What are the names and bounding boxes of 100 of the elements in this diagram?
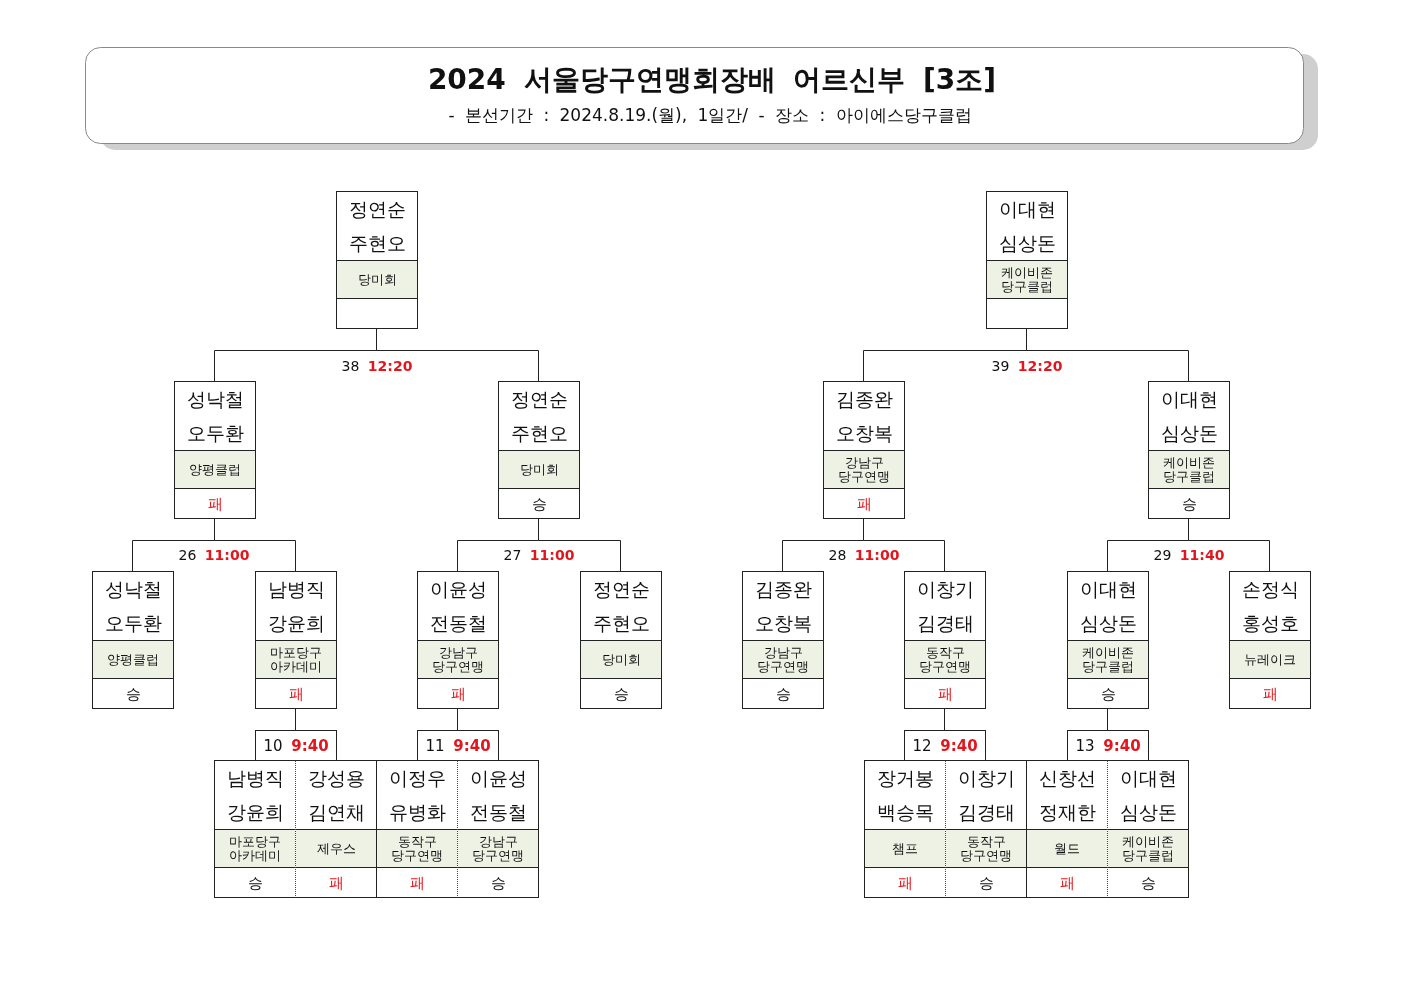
result-mark: 패 bbox=[937, 684, 953, 703]
result-mark: 승 bbox=[1181, 494, 1197, 513]
player-name: 정연순 bbox=[348, 197, 406, 221]
bracket-line bbox=[1026, 328, 1189, 382]
club-name: 케이비존 당구클럽 bbox=[1149, 450, 1229, 489]
club-name: 케이비존 당구클럽 bbox=[1108, 829, 1188, 868]
match-label: 26 11:00 bbox=[178, 546, 250, 564]
team-card bbox=[498, 381, 580, 519]
result-mark: 패 bbox=[450, 684, 466, 703]
player-name: 심상돈 bbox=[1160, 421, 1218, 445]
player-name: 이창기 bbox=[916, 577, 974, 601]
club-name: 강남구 당구연맹 bbox=[743, 640, 823, 679]
player-name: 오두환 bbox=[104, 611, 162, 635]
team-card bbox=[1108, 760, 1189, 898]
result-mark: 패 bbox=[288, 684, 304, 703]
match-label: 39 12:20 bbox=[991, 357, 1063, 375]
match-box bbox=[904, 730, 986, 761]
player-name: 심상돈 bbox=[1079, 611, 1137, 635]
team-card bbox=[458, 760, 539, 898]
bracket-line bbox=[863, 518, 945, 572]
club-name: 양평클럽 bbox=[175, 450, 255, 489]
player-name: 주현오 bbox=[348, 231, 406, 255]
club-name: 월드 bbox=[1027, 829, 1107, 868]
player-name: 전동철 bbox=[429, 611, 487, 635]
player-name: 김연채 bbox=[307, 800, 365, 824]
bracket-line bbox=[538, 518, 621, 572]
result-mark: 승 bbox=[775, 684, 791, 703]
player-name: 홍성호 bbox=[1241, 611, 1299, 635]
player-name: 정연순 bbox=[510, 387, 568, 411]
result-mark: 승 bbox=[1140, 873, 1156, 892]
player-name: 이창기 bbox=[957, 766, 1015, 790]
club-name: 케이비존 당구클럽 bbox=[987, 260, 1067, 299]
player-name: 이대현 bbox=[1119, 766, 1177, 790]
player-name: 성낙철 bbox=[104, 577, 162, 601]
match-label: 38 12:20 bbox=[341, 357, 413, 375]
result-mark: 승 bbox=[1100, 684, 1116, 703]
result-mark: 패 bbox=[207, 494, 223, 513]
match-label: 27 11:00 bbox=[503, 546, 575, 564]
club-name: 뉴레이크 bbox=[1230, 640, 1310, 679]
club-name: 양평클럽 bbox=[93, 640, 173, 679]
player-name: 이대현 bbox=[1079, 577, 1137, 601]
result-mark: 승 bbox=[978, 873, 994, 892]
team-card bbox=[1229, 571, 1311, 709]
result-mark: 패 bbox=[1262, 684, 1278, 703]
club-name: 당미회 bbox=[581, 640, 661, 679]
player-name: 정연순 bbox=[592, 577, 650, 601]
player-name: 강성용 bbox=[307, 766, 365, 790]
title: 2024 서울당구연맹회장배 어르신부 [3조] bbox=[427, 64, 997, 96]
team-card bbox=[336, 191, 418, 329]
player-name: 김종완 bbox=[835, 387, 893, 411]
player-name: 김경태 bbox=[916, 611, 974, 635]
club-name: 케이비존 당구클럽 bbox=[1068, 640, 1148, 679]
team-card bbox=[376, 760, 458, 898]
player-name: 김종완 bbox=[754, 577, 812, 601]
team-card bbox=[904, 571, 986, 709]
player-name: 이정우 bbox=[388, 766, 446, 790]
player-name: 신창선 bbox=[1038, 766, 1096, 790]
player-name: 전동철 bbox=[469, 800, 527, 824]
team-card bbox=[1148, 381, 1230, 519]
result-mark: 승 bbox=[531, 494, 547, 513]
player-name: 남병직 bbox=[226, 766, 284, 790]
player-name: 오창복 bbox=[835, 421, 893, 445]
team-card bbox=[174, 381, 256, 519]
match-label: 13 9:40 bbox=[1075, 736, 1141, 755]
club-name: 당미회 bbox=[337, 260, 417, 299]
result-mark: 패 bbox=[1059, 873, 1075, 892]
match-label: 11 9:40 bbox=[425, 736, 491, 755]
bracket-line bbox=[1107, 708, 1108, 731]
club-name: 동작구 당구연맹 bbox=[377, 829, 457, 868]
team-card bbox=[986, 191, 1068, 329]
match-label: 29 11:40 bbox=[1153, 546, 1225, 564]
result-mark: 승 bbox=[613, 684, 629, 703]
player-name: 장거봉 bbox=[876, 766, 934, 790]
match-label: 28 11:00 bbox=[828, 546, 900, 564]
team-card bbox=[864, 760, 946, 898]
club-name: 동작구 당구연맹 bbox=[905, 640, 985, 679]
team-card bbox=[255, 571, 337, 709]
team-card bbox=[417, 571, 499, 709]
club-name: 동작구 당구연맹 bbox=[946, 829, 1026, 868]
player-name: 손정식 bbox=[1241, 577, 1299, 601]
team-card bbox=[214, 760, 296, 898]
player-name: 심상돈 bbox=[998, 231, 1056, 255]
team-card bbox=[296, 760, 377, 898]
player-name: 강윤희 bbox=[267, 611, 325, 635]
result-mark: 승 bbox=[247, 873, 263, 892]
player-name: 성낙철 bbox=[186, 387, 244, 411]
player-name: 주현오 bbox=[510, 421, 568, 445]
player-name: 이윤성 bbox=[469, 766, 527, 790]
bracket-line bbox=[214, 518, 296, 572]
bracket-line bbox=[457, 708, 458, 731]
result-mark: 패 bbox=[328, 873, 344, 892]
bracket-line bbox=[295, 708, 296, 731]
team-card bbox=[946, 760, 1027, 898]
team-card bbox=[92, 571, 174, 709]
player-name: 이대현 bbox=[1160, 387, 1218, 411]
result-mark: 패 bbox=[897, 873, 913, 892]
player-name: 이대현 bbox=[998, 197, 1056, 221]
player-name: 남병직 bbox=[267, 577, 325, 601]
club-name: 챔프 bbox=[865, 829, 945, 868]
match-box bbox=[417, 730, 499, 761]
